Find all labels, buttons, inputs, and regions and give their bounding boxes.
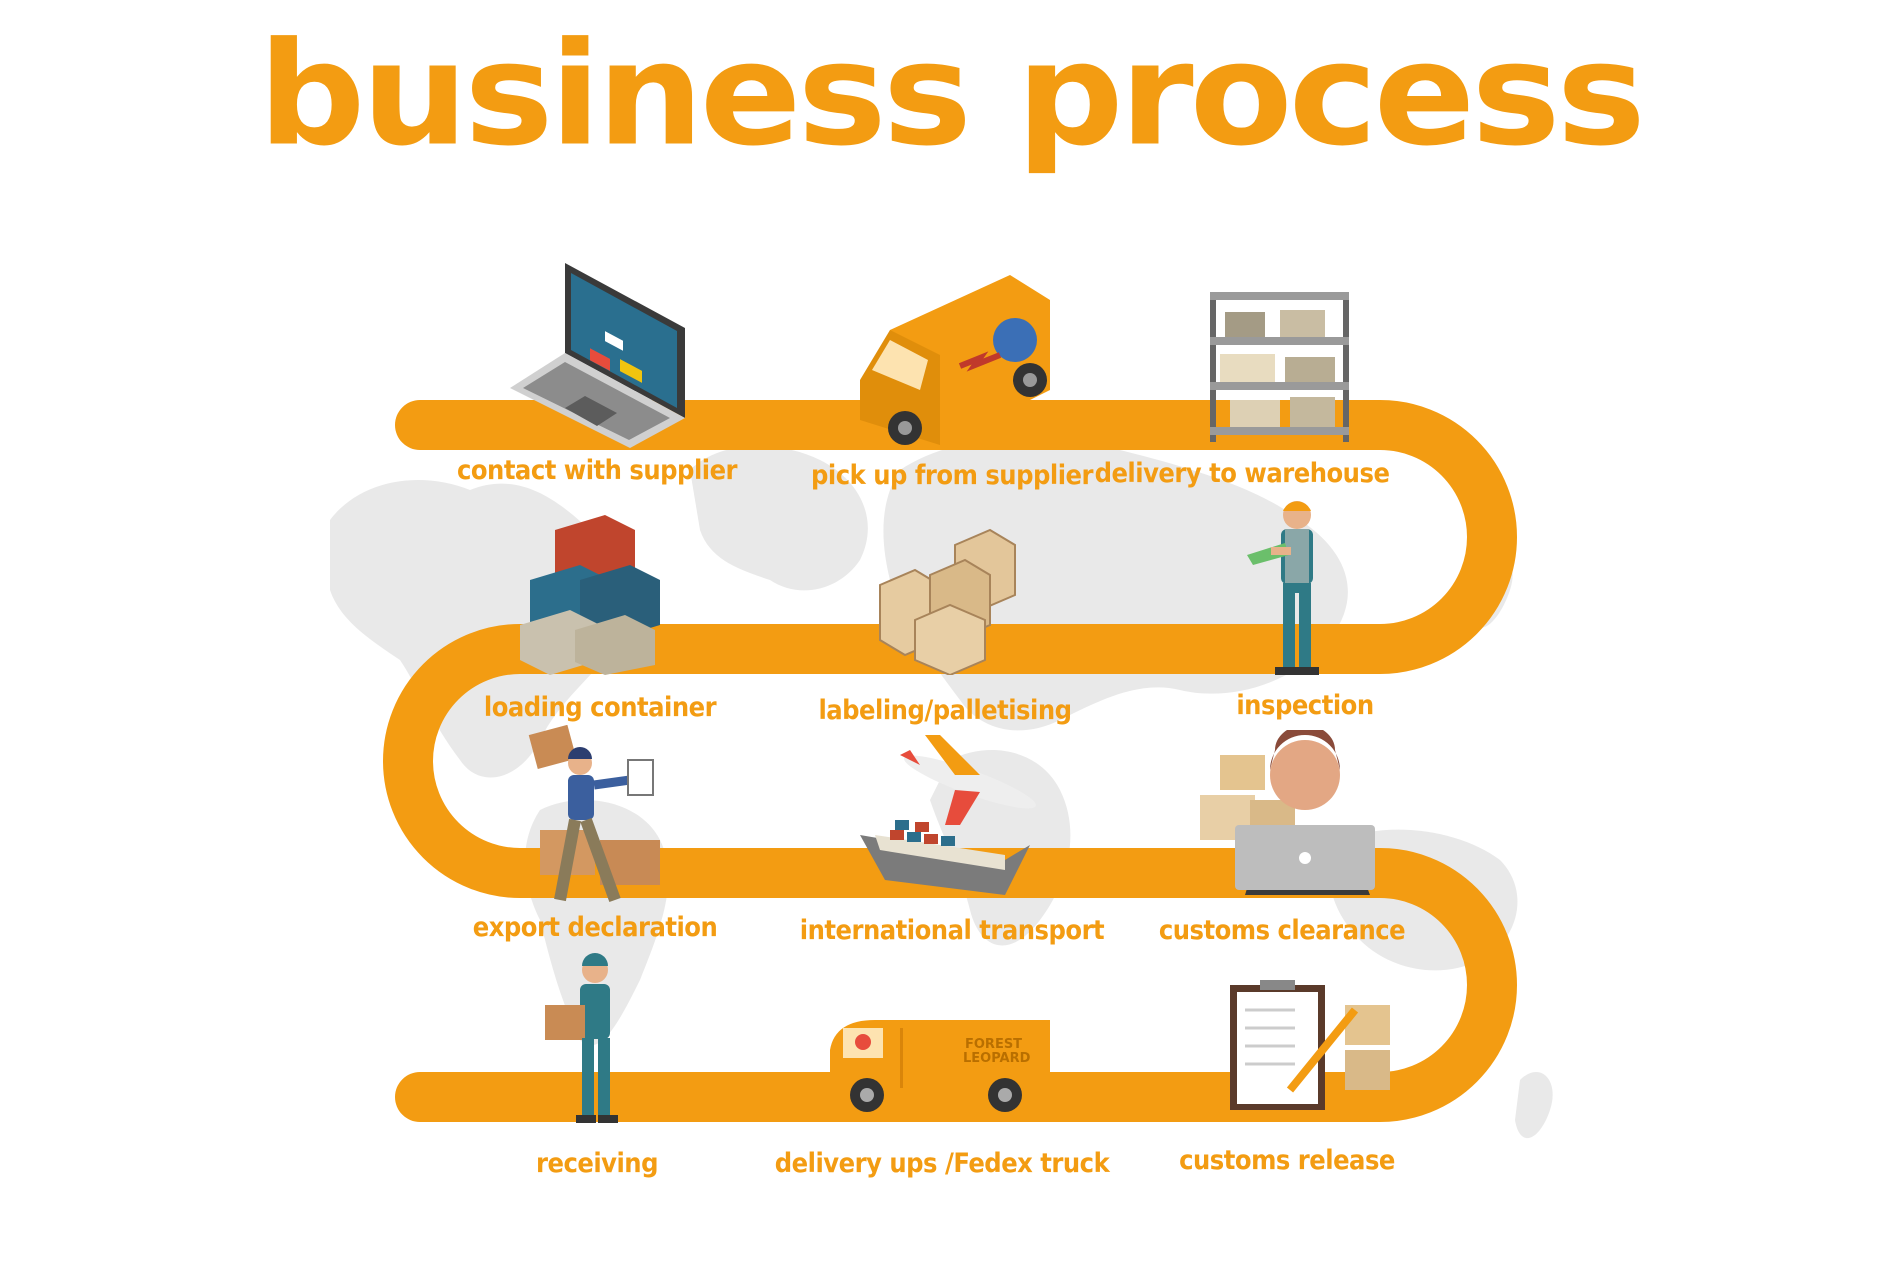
step-label-delivery-to-warehouse: delivery to warehouse: [1094, 458, 1390, 489]
step-label-export-declaration: export declaration: [472, 912, 718, 943]
step-label-customs-release: customs release: [1179, 1145, 1395, 1176]
step-label-inspection: inspection: [1236, 690, 1374, 721]
shipping-containers-icon: [520, 515, 660, 675]
step-label-customs-clearance: customs clearance: [1158, 915, 1406, 946]
inspector-worker-icon: [1247, 501, 1319, 675]
porter-with-clipboard-icon: [528, 725, 660, 903]
step-label-receiving: receiving: [536, 1148, 659, 1179]
step-label-loading-container: loading container: [483, 692, 717, 723]
laptop-icon: [510, 263, 685, 448]
step-label-international-transport: international transport: [799, 915, 1105, 946]
worker-carrying-box-icon: [545, 953, 618, 1123]
wooden-crates-icon: [879, 528, 1016, 675]
svg-text:FOREST: FOREST: [965, 1037, 1022, 1052]
courier-truck-icon: FOREST LEOPARD: [830, 1020, 1050, 1112]
svg-text:LEOPARD: LEOPARD: [963, 1051, 1031, 1066]
page-title: business process: [258, 12, 1646, 178]
delivery-van-icon: [860, 275, 1050, 445]
plane-and-ship-icon: [860, 735, 1036, 895]
step-label-delivery-ups-fedex-truck: delivery ups /Fedex truck: [774, 1148, 1110, 1179]
step-label-pick-up-from-supplier: pick up from supplier: [811, 460, 1093, 491]
clipboard-checklist-icon: [1230, 980, 1390, 1110]
warehouse-shelf-icon: [1210, 292, 1349, 442]
step-label-labeling-palletising: labeling/palletising: [818, 695, 1072, 726]
step-label-contact-with-supplier: contact with supplier: [456, 455, 738, 486]
customs-officer-laptop-icon: [1200, 730, 1375, 895]
